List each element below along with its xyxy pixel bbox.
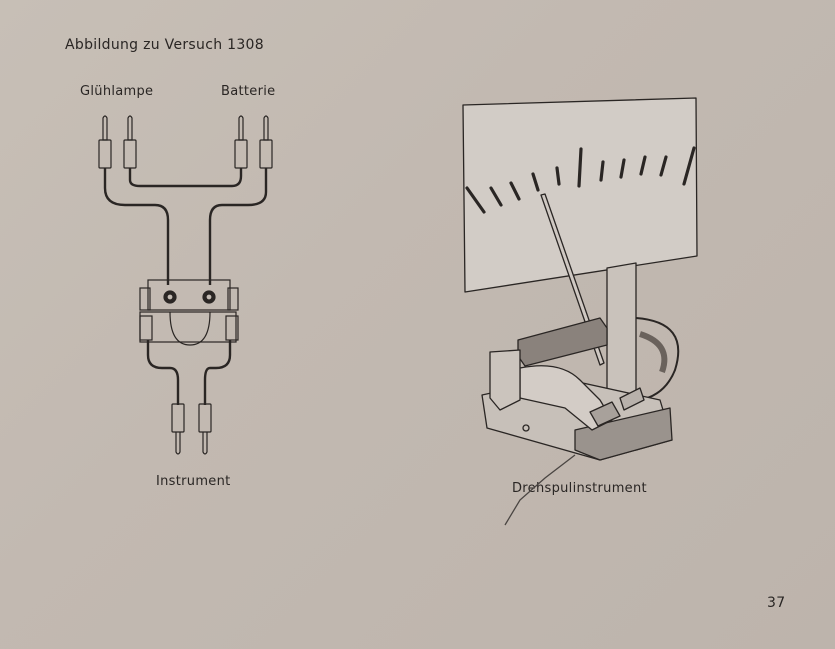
cable-instr-right	[203, 340, 232, 405]
label-drehspulinstrument: Drehspulinstrument	[512, 481, 647, 496]
cable-top-bridge	[128, 168, 243, 188]
scale-ticks	[465, 146, 696, 214]
pen-annotation-stroke	[504, 454, 576, 526]
scale-plate	[462, 97, 698, 293]
label-instrument: Instrument	[156, 474, 231, 489]
banana-plug-instrument-2	[198, 403, 212, 455]
magnet-arc	[635, 317, 680, 401]
label-batterie: Batterie	[221, 84, 276, 99]
cable-lamp-left	[103, 168, 170, 285]
banana-plug-instrument-1	[171, 403, 185, 455]
junction-block	[139, 279, 239, 346]
figure-caption: Abbildung zu Versuch 1308	[65, 37, 264, 53]
cable-battery-right	[208, 168, 268, 285]
label-gluehlampe: Glühlampe	[80, 84, 154, 99]
magnet-bar	[517, 317, 608, 367]
coil-assembly	[519, 365, 613, 431]
page-number: 37	[767, 595, 786, 611]
left-bracket	[489, 349, 521, 411]
cable-instr-left	[146, 340, 180, 405]
